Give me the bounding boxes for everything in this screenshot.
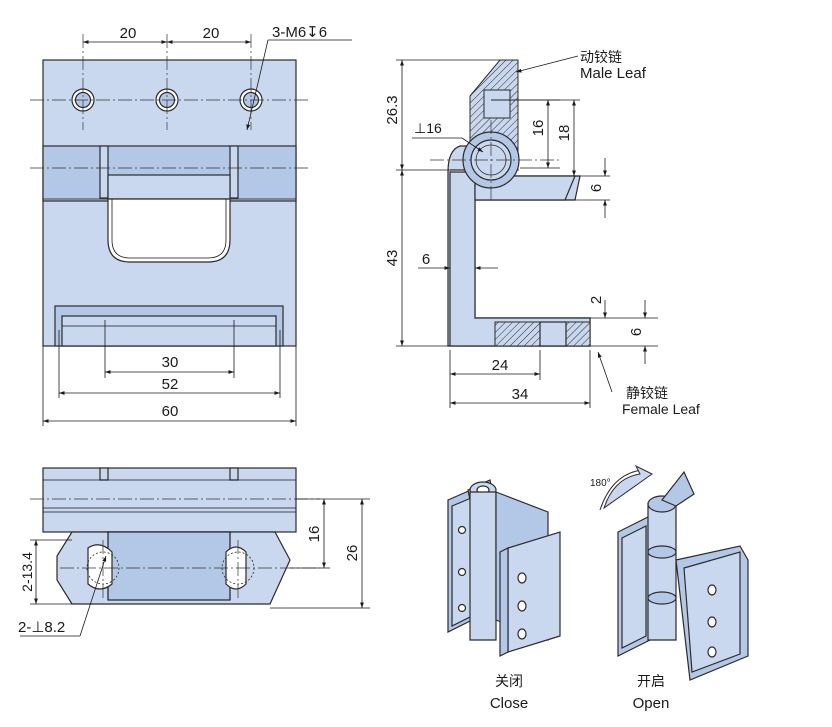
dim-2-13-4: 2-13.4 xyxy=(19,552,35,592)
close-label-cn: 关闭 xyxy=(495,674,523,690)
iso-view-close: 关闭 Close xyxy=(447,479,561,712)
front-knuckle-gap-left xyxy=(99,145,109,199)
rotation-label: 180° xyxy=(590,478,611,489)
dim-26-3: 26.3 xyxy=(384,95,401,124)
male-leaf-en: Male Leaf xyxy=(580,65,647,82)
iso-open-knuckle xyxy=(647,503,677,641)
dim-30: 30 xyxy=(162,354,179,371)
dim-16: 16 xyxy=(530,120,547,137)
dim-26: 26 xyxy=(344,545,361,562)
front-knuckle-gap-right xyxy=(229,145,239,199)
bottom-view: 16 26 2-13.4 2-⊥8.2 xyxy=(18,467,370,637)
rotation-arrow xyxy=(599,469,643,511)
dim-6-wall: 6 xyxy=(422,251,430,268)
front-lower-leaf-inner xyxy=(61,315,277,347)
iso-close-knuckle xyxy=(469,491,497,641)
side-view: 26.3 43 16 18 6 2 6 6 ⊥16 24 34 动铰链 Male… xyxy=(384,50,700,417)
male-leaf-cn: 动铰链 xyxy=(580,50,622,66)
dim-52: 52 xyxy=(162,376,179,393)
dim-18: 18 xyxy=(556,125,573,142)
iso-open-male-tab xyxy=(661,470,695,507)
open-label-en: Open xyxy=(633,695,670,712)
dim-34: 34 xyxy=(512,386,529,403)
dim-6-bottom: 6 xyxy=(628,328,645,336)
female-leaf-en: Female Leaf xyxy=(622,401,700,417)
iso-close-front-leaf xyxy=(507,531,561,653)
dim-20-right: 20 xyxy=(203,25,220,42)
dim-2: 2 xyxy=(588,296,605,304)
close-label-en: Close xyxy=(490,695,528,712)
dim-60: 60 xyxy=(162,403,179,420)
front-window xyxy=(107,198,231,263)
open-label-cn: 开启 xyxy=(637,674,665,690)
side-bottom-hatch-right xyxy=(565,321,591,347)
front-center-knuckle xyxy=(107,174,231,200)
iso-view-open: 180° 开启 Open xyxy=(590,464,749,712)
dim-24: 24 xyxy=(492,357,509,374)
dim-16-bottom: 16 xyxy=(306,526,323,543)
thread-callout: 3-M6↧6 xyxy=(272,24,327,41)
dim-6-top: 6 xyxy=(588,184,605,192)
bottom-knuckle xyxy=(42,467,297,533)
dim-20-left: 20 xyxy=(120,25,137,42)
front-view: 20 20 3-M6↧6 30 52 60 xyxy=(30,24,352,426)
female-leaf-cn: 静铰链 xyxy=(626,386,668,402)
hole-callout: 2-⊥8.2 xyxy=(18,619,65,636)
dim-43: 43 xyxy=(384,250,401,267)
dim-dia16: ⊥16 xyxy=(414,120,442,136)
side-bottom-hatch-left xyxy=(494,321,541,347)
